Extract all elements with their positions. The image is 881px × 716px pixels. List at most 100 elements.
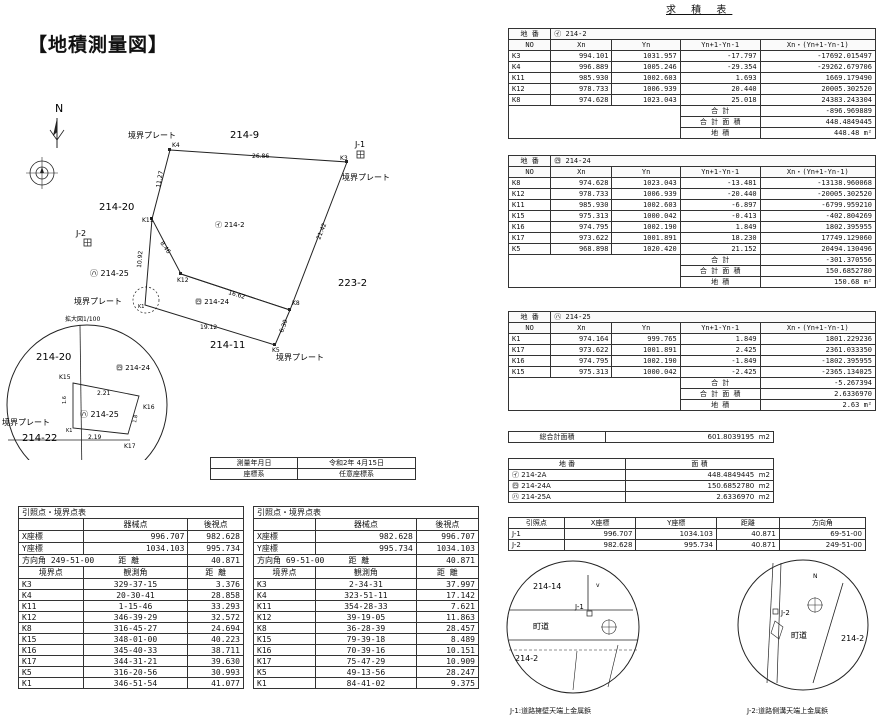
double-label: 合 計 面 積 [679, 388, 761, 400]
point-dist: 10.151 [415, 644, 480, 656]
ang-label: 観測角 [82, 566, 189, 579]
zoom-dist-2-21: 2.21 [97, 390, 111, 397]
lot-cell: 1.693 [679, 72, 761, 84]
lot-cell: 985.930 [550, 199, 613, 211]
inset-j2-label: J-2 [780, 609, 790, 617]
pt-label: 境界点 [252, 566, 317, 579]
lot-cell: 999.765 [611, 333, 681, 345]
lot-cell: K11 [507, 72, 552, 84]
point-table-title: 引照点・境界点表 [253, 506, 479, 519]
lot-cell: -0.413 [679, 210, 761, 222]
lot-cell: K12 [507, 188, 552, 200]
zoom-lot-214-25: ㋩ 214-25 [80, 410, 119, 419]
point-id: K11 [252, 600, 317, 612]
point-id: K15 [18, 633, 84, 645]
lot-cell: -2365.134025 [759, 366, 877, 378]
lot-cell: 1006.939 [611, 188, 681, 200]
lot-cell: K1 [507, 333, 552, 345]
area-label: 地 積 [679, 399, 761, 411]
point-angle: 344-31-21 [82, 655, 189, 667]
plate-label-1: 境界プレート [128, 130, 176, 140]
lot-col-header: Yn+1-Yn-1 [679, 39, 761, 51]
point-dist: 40.223 [187, 633, 244, 645]
lot-cell: 18.230 [679, 232, 761, 244]
lot-cell: 17749.129060 [759, 232, 877, 244]
point-id: K11 [18, 600, 84, 612]
lot-cell: 994.101 [550, 50, 613, 62]
ang-label: 観測角 [315, 566, 417, 579]
lot-cell: 973.622 [550, 232, 613, 244]
x-label: X座標 [18, 530, 84, 543]
point-id: K1 [18, 677, 84, 689]
double-label: 合 計 面 積 [679, 265, 761, 277]
sum-value: -5.267394 [759, 377, 877, 389]
point-angle: 70-39-16 [315, 644, 417, 656]
ref-cell: 40.871 [716, 528, 780, 540]
point-dist: 28.858 [187, 589, 244, 601]
dist-21-42: 21.42 [315, 222, 328, 241]
lot-cell: 20494.130496 [759, 243, 877, 255]
chiban-value: ㋩ 214-25 [550, 311, 876, 323]
point-id: K1 [252, 677, 317, 689]
lot-cell: 1.849 [679, 333, 761, 345]
plate-label-5: 境界プレート [2, 417, 50, 427]
j2-caption: J-2:道路側溝天端上金属鋲 [747, 707, 829, 715]
inset-j2-compass-icon [807, 597, 823, 613]
lot-cell: 973.622 [550, 344, 613, 356]
plate-label-3: 境界プレート [74, 296, 122, 306]
lot-cell: 1000.042 [611, 366, 681, 378]
chiban-label: 地 番 [507, 28, 552, 40]
point-id: K15 [252, 633, 317, 645]
dist-10-92: 10.92 [136, 250, 144, 268]
lot-cell: 1801.229236 [759, 333, 877, 345]
k5-label: K5 [272, 347, 280, 354]
ref-head-4: 方向角 [778, 517, 867, 529]
lot-cell: 975.313 [550, 366, 613, 378]
x-instr: 982.628 [315, 530, 417, 543]
point-dist: 28.457 [415, 622, 480, 634]
lot-cell: 968.898 [550, 243, 613, 255]
point-id: K4 [18, 589, 84, 601]
point-angle: 36-28-39 [315, 622, 417, 634]
point-angle: 329-37-15 [82, 578, 189, 590]
lot-cell: 1005.246 [611, 61, 681, 73]
area-label: 地 積 [679, 276, 761, 288]
ref-cell: J-2 [508, 539, 565, 551]
point-dist: 9.375 [415, 677, 480, 689]
chiban-label: 地 番 [507, 311, 552, 323]
point-id: K12 [252, 611, 317, 623]
lot-cell: -20.440 [679, 188, 761, 200]
chiban-value: ㋑ 214-2 [550, 28, 876, 40]
lot-cell: 20.440 [679, 83, 761, 95]
lot-cell: K16 [507, 221, 552, 233]
lot-cell: 975.313 [550, 210, 613, 222]
lot-cell: 974.795 [550, 221, 613, 233]
d-label: 距 離 [187, 566, 244, 579]
lot-col-header: Xn [550, 166, 613, 178]
ref-cell: 249-51-00 [778, 539, 867, 551]
lot-col-header: Xn [550, 322, 613, 334]
north-label: N [55, 102, 63, 115]
k1-label: K1 [138, 304, 144, 310]
inset-j1-lot-b: 214-2 [515, 654, 538, 663]
j1-label: J-1 [354, 140, 365, 149]
lot-cell: 1023.043 [611, 94, 681, 106]
point-dist: 41.077 [187, 677, 244, 689]
